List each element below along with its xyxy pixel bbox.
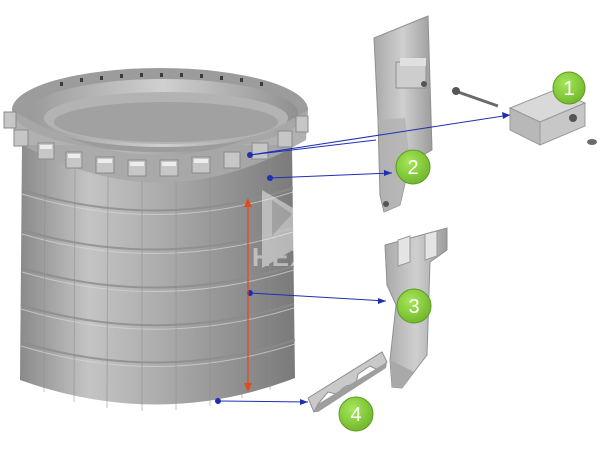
anchor-bracket [373,15,433,213]
flat-tile [307,351,388,414]
callout-number-1: 1 [563,78,574,100]
leader-dots [215,112,510,405]
callout-badge-4: 4 [338,396,374,432]
callout-badge-3: 3 [396,288,432,324]
watermark-text: HEX [252,242,308,272]
hex-logo-watermark: HEX [252,190,308,272]
small-screw [587,139,597,145]
bolt [452,87,499,108]
callout-badge-1: 1 [552,71,586,105]
callout-number-4: 4 [350,404,361,426]
height-dimension-arrow [244,198,252,392]
callout-badge-2: 2 [395,149,431,185]
leader-lines [217,114,511,403]
callout-number-2: 2 [407,157,418,179]
callout-number-3: 3 [408,296,419,318]
lined-cylinder [3,68,309,411]
